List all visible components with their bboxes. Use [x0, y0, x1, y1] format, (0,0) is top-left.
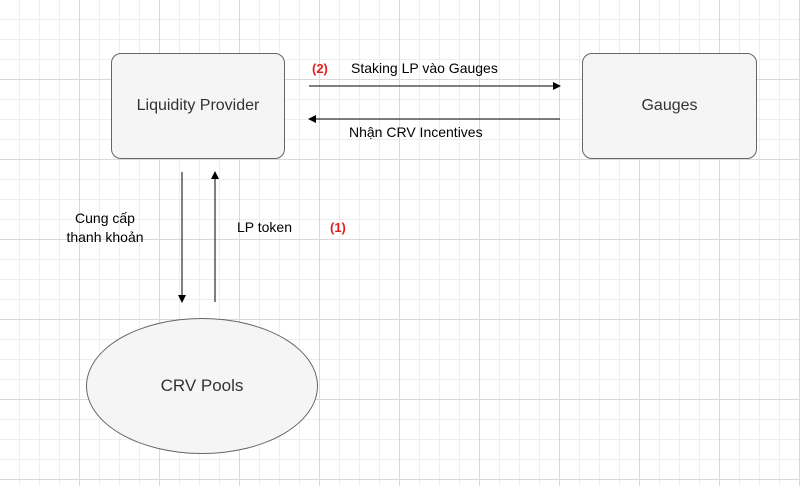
provide-liquidity-label: Cung cấp thanh khoản — [53, 209, 157, 247]
node-gauges-label: Gauges — [641, 97, 698, 114]
step-1-marker: (1) — [330, 220, 346, 235]
provide-liquidity-line-2: thanh khoản — [66, 229, 144, 245]
crv-incentives-label: Nhận CRV Incentives — [349, 124, 483, 140]
node-liquidity-provider[interactable]: Liquidity Provider — [111, 53, 285, 159]
node-gauges[interactable]: Gauges — [582, 53, 757, 159]
provide-liquidity-line-1: Cung cấp — [75, 210, 135, 226]
lp-token-label: LP token — [237, 219, 293, 235]
node-crv-pools-label: CRV Pools — [160, 376, 244, 395]
step-2-marker: (2) — [312, 61, 328, 76]
node-crv-pools[interactable]: CRV Pools — [86, 318, 318, 454]
staking-lp-label: Staking LP vào Gauges — [351, 60, 498, 76]
node-liquidity-provider-label: Liquidity Provider — [136, 97, 260, 114]
